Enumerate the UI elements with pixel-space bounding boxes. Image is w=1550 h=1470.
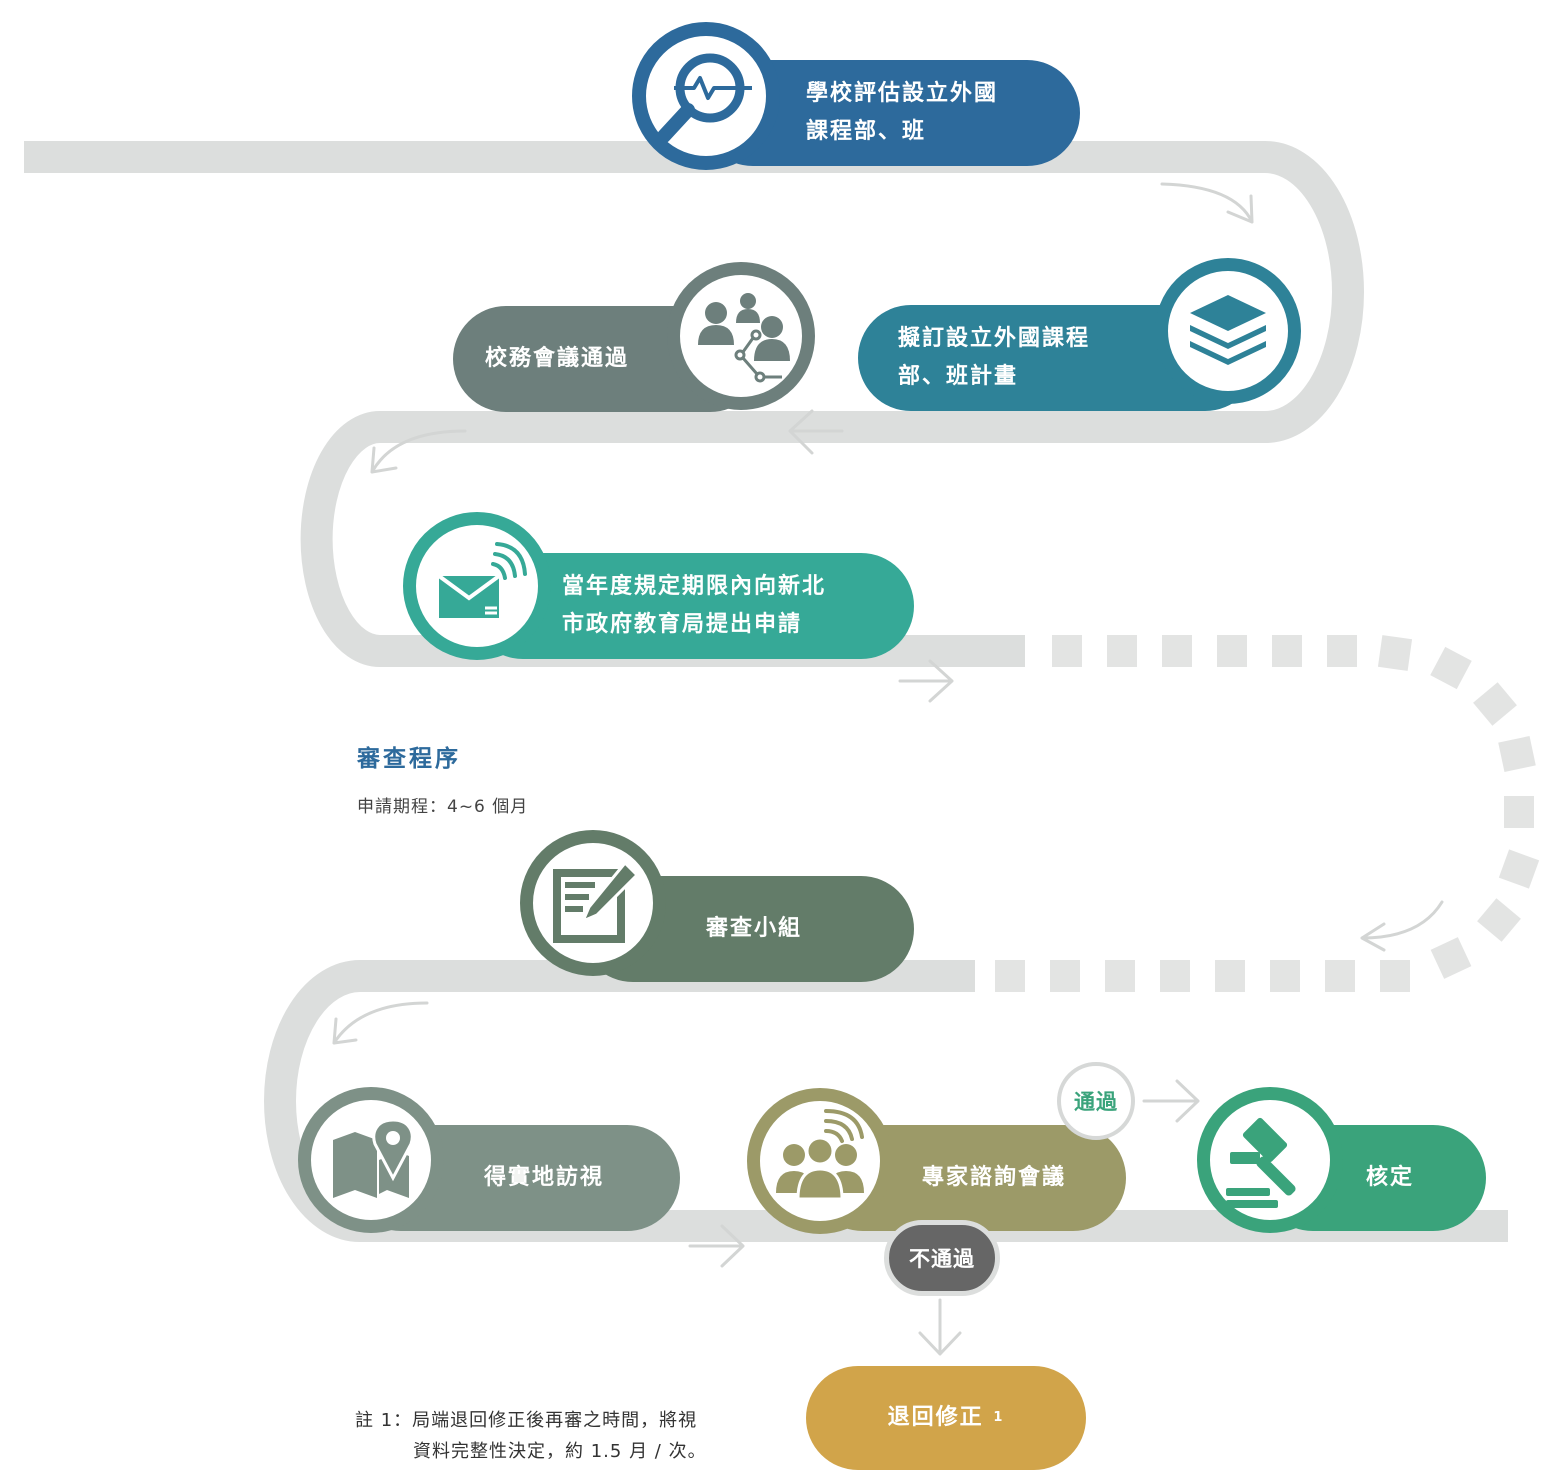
circle-consult (747, 1088, 893, 1234)
edit-document-icon (553, 860, 640, 943)
step-visit-label: 得實地訪視 (484, 1165, 605, 1190)
footnote-line-2: 資料完整性決定，約 1.5 月 / 次。 (413, 1441, 707, 1462)
arrow-right-pass (1142, 1079, 1200, 1123)
map-pin-icon (333, 1118, 414, 1198)
section-period: 申請期程：4~6 個月 (357, 797, 529, 817)
circle-visit (298, 1087, 444, 1233)
mail-signal-icon (437, 542, 527, 618)
step-assess-label: 學校評估設立外國 課程部、班 (806, 81, 999, 144)
step-revise: 退回修正 1 (806, 1366, 1086, 1470)
circle-approve (1197, 1087, 1343, 1233)
arrow-curve-2 (370, 429, 467, 474)
audience-icon (776, 1109, 864, 1201)
section-title: 審查程序 (357, 746, 461, 772)
circle-meeting (667, 262, 815, 410)
pass-tag: 通過 (1057, 1062, 1135, 1140)
footnote-line-1: 註 1：局端退回修正後再審之時間，將視 (355, 1410, 698, 1431)
step-review-label: 審查小組 (706, 916, 803, 941)
step-meeting-label: 校務會議通過 (485, 346, 630, 371)
step-apply-label: 當年度規定期限內向新北 市政府教育局提出申請 (562, 574, 827, 637)
footnote: 註 1：局端退回修正後再審之時間，將視 資料完整性決定，約 1.5 月 / 次。 (355, 1405, 707, 1467)
fail-tag-label: 不通過 (909, 1247, 975, 1271)
circle-apply (403, 512, 551, 660)
circle-assess (632, 22, 780, 170)
arrow-right-1 (898, 659, 954, 703)
arrow-curve-4 (332, 1001, 429, 1045)
circle-plan (1155, 258, 1301, 404)
step-consult-label: 專家諮詢會議 (922, 1165, 1067, 1190)
step-revise-label: 退回修正 (887, 1405, 984, 1430)
arrow-curve-1 (1160, 182, 1254, 224)
people-network-icon (698, 293, 790, 383)
gavel-icon (1226, 1117, 1296, 1208)
step-revise-sup: 1 (993, 1410, 1005, 1425)
arrow-left-1 (788, 409, 844, 455)
arrow-curve-3 (1360, 900, 1444, 952)
magnifier-pulse-icon (657, 53, 752, 143)
track-segment-mid (300, 411, 1025, 667)
arrow-down-fail (918, 1298, 962, 1356)
step-approve-label: 核定 (1366, 1165, 1415, 1190)
dashed-connector (995, 635, 1540, 992)
circle-review (520, 830, 666, 976)
layers-icon (1190, 295, 1266, 365)
step-plan-label: 擬訂設立外國課程 部、班計畫 (898, 326, 1091, 389)
arrow-right-2 (688, 1224, 745, 1268)
fail-tag: 不通過 (884, 1220, 1000, 1296)
